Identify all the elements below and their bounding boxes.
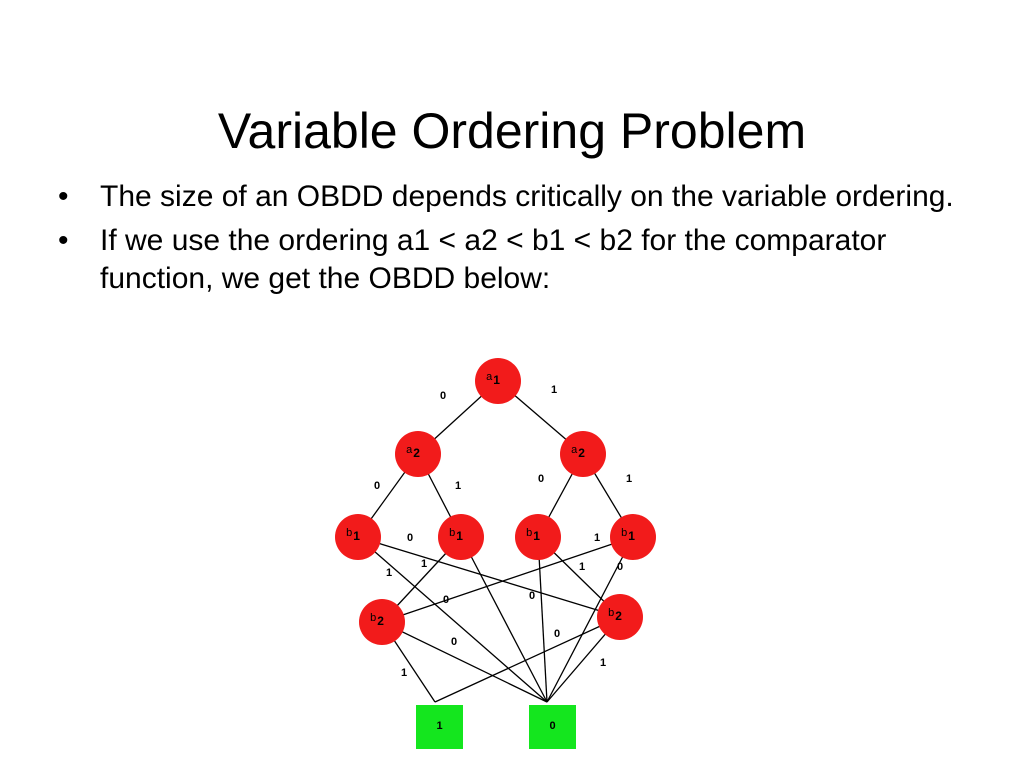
node-label: b2 bbox=[370, 612, 384, 628]
terminal-0: 0 bbox=[529, 705, 576, 749]
node-a1: a1 bbox=[475, 358, 521, 404]
edge-label: 0 bbox=[407, 532, 413, 544]
terminal-label: 0 bbox=[549, 720, 555, 732]
node-b1C: b1 bbox=[515, 514, 561, 560]
node-label: b2 bbox=[608, 607, 622, 623]
node-label: b1 bbox=[621, 527, 635, 543]
terminal-box bbox=[529, 705, 576, 749]
node-b1D: b1 bbox=[610, 514, 656, 560]
edge-b2R-t1 bbox=[434, 616, 621, 703]
edge-label: 1 bbox=[626, 473, 632, 485]
node-circle bbox=[597, 594, 643, 640]
node-circle bbox=[515, 514, 561, 560]
node-b2R: b2 bbox=[597, 594, 643, 640]
node-circle bbox=[610, 514, 656, 560]
edge-b1D-t0 bbox=[546, 536, 634, 703]
node-label: b1 bbox=[449, 527, 463, 543]
edge-label: 0 bbox=[554, 628, 560, 640]
bullet-icon: • bbox=[58, 180, 69, 213]
node-circle bbox=[560, 431, 606, 477]
node-label: b1 bbox=[346, 527, 360, 543]
node-circle bbox=[475, 358, 521, 404]
node-label: a2 bbox=[571, 444, 585, 460]
edge-labels-layer: 0 1 0 1 0 1 0 1 1 0 0 1 1 0 1 0 0 1 bbox=[374, 384, 632, 679]
edges-layer bbox=[357, 380, 634, 703]
edge-label: 0 bbox=[617, 561, 623, 573]
edge-label: 0 bbox=[538, 473, 544, 485]
edge-label: 0 bbox=[451, 636, 457, 648]
nodes-layer: a1 a2 a2 b1 b1 b1 b1 b2 b2 1 0 bbox=[335, 358, 656, 749]
edge-label: 1 bbox=[551, 384, 557, 396]
bullet-text: If we use the ordering a1 < a2 < b1 < b2… bbox=[100, 224, 887, 295]
edge-label: 1 bbox=[594, 532, 600, 544]
edge-label: 1 bbox=[579, 561, 585, 573]
bullet-item: • If we use the ordering a1 < a2 < b1 < … bbox=[58, 222, 958, 298]
node-circle bbox=[395, 431, 441, 477]
node-label: b1 bbox=[526, 527, 540, 543]
edge-b1C-t0 bbox=[537, 536, 548, 703]
edge-label: 0 bbox=[443, 594, 449, 606]
node-b2L: b2 bbox=[359, 599, 405, 645]
edge-label: 0 bbox=[440, 390, 446, 402]
edge-label: 1 bbox=[600, 657, 606, 669]
bullet-list: • The size of an OBDD depends critically… bbox=[58, 178, 958, 304]
node-circle bbox=[335, 514, 381, 560]
node-circle bbox=[359, 599, 405, 645]
edge-b1A-t0 bbox=[357, 536, 548, 703]
terminal-1: 1 bbox=[416, 705, 463, 749]
bullet-item: • The size of an OBDD depends critically… bbox=[58, 178, 958, 216]
node-label: a2 bbox=[406, 444, 420, 460]
edge-label: 0 bbox=[529, 590, 535, 602]
node-circle bbox=[438, 514, 484, 560]
node-a2R: a2 bbox=[560, 431, 606, 477]
edge-label: 1 bbox=[455, 480, 461, 492]
edge-label: 0 bbox=[374, 480, 380, 492]
terminal-label: 1 bbox=[436, 720, 442, 732]
edge-b1D-b2L bbox=[381, 536, 634, 623]
edge-label: 1 bbox=[386, 567, 392, 579]
edge-b1B-t0 bbox=[460, 536, 548, 703]
node-label: a1 bbox=[486, 371, 500, 387]
edge-label: 1 bbox=[421, 558, 427, 570]
slide-title: Variable Ordering Problem bbox=[217, 102, 807, 159]
edge-b1A-b2R bbox=[357, 536, 621, 618]
node-b1B: b1 bbox=[438, 514, 484, 560]
node-a2L: a2 bbox=[395, 431, 441, 477]
bullet-icon: • bbox=[58, 224, 69, 257]
edge-label: 1 bbox=[401, 667, 407, 679]
terminal-box bbox=[416, 705, 463, 749]
edge-b2L-t0 bbox=[381, 621, 548, 703]
node-b1A: b1 bbox=[335, 514, 381, 560]
bullet-text: The size of an OBDD depends critically o… bbox=[100, 180, 954, 213]
